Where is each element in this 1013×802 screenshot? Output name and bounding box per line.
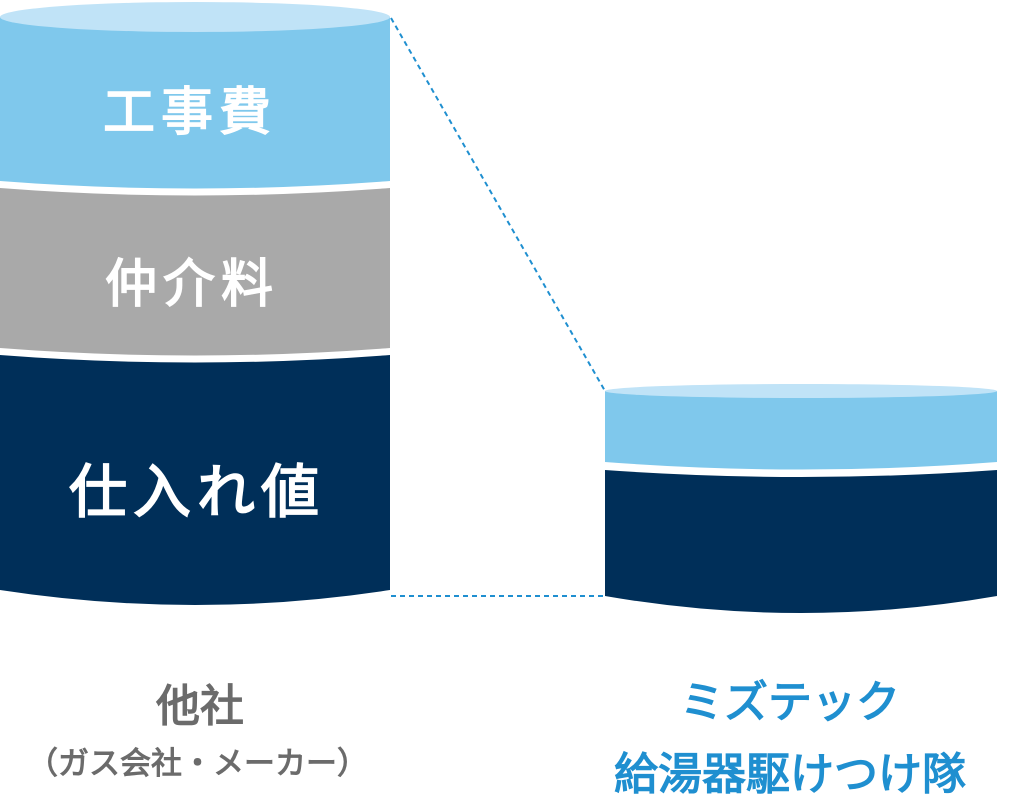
label-construction-cost: 工事費 [103,83,277,143]
left-cylinder: 工事費 仲介料 仕入れ値 [0,2,390,605]
left-cylinder-top [0,2,390,32]
segment-purchase-price [0,355,390,605]
right-cylinder-top [605,384,997,398]
segment-brokerage-fee [0,188,390,356]
label-brokerage-fee: 仲介料 [105,255,279,315]
right-cylinder [605,384,997,613]
label-purchase-price: 仕入れ値 [69,458,325,526]
right-segment-light [605,391,997,470]
segment-construction-cost [0,17,390,189]
right-segment-navy [605,470,997,613]
right-caption-line2: 給湯器駆けつけ隊 [614,749,966,800]
connector-top-dashed-line [390,17,606,392]
left-caption-subtitle: （ガス会社・メーカー） [27,746,368,782]
right-caption-line1: ミズテック [680,677,900,728]
left-caption-title: 他社 [156,681,244,732]
